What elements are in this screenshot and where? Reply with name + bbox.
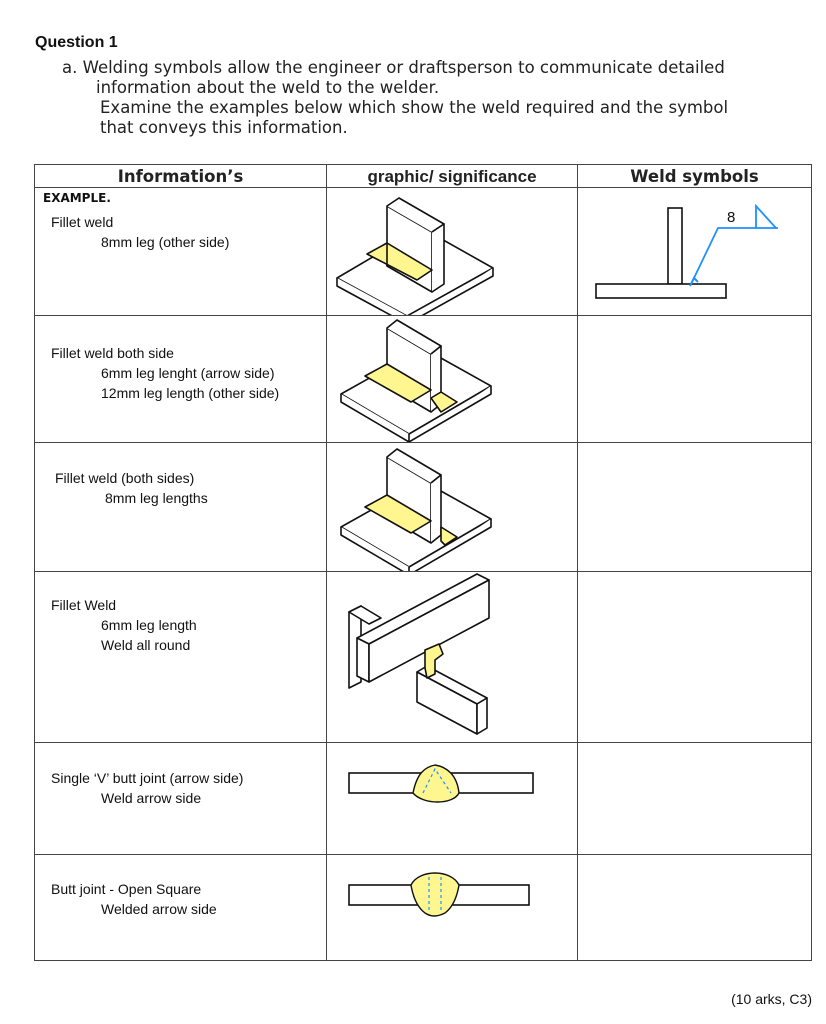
question-title: Question 1 — [35, 34, 118, 51]
info-line: 6mm leg lenght (arrow side) — [101, 365, 275, 381]
info-text: Fillet weld both side 6mm leg lenght (ar… — [51, 343, 279, 403]
info-line: Fillet Weld — [51, 597, 117, 613]
table-row: Fillet Weld 6mm leg length Weld all roun… — [34, 571, 812, 743]
info-cell: Fillet weld both side 6mm leg lenght (ar… — [34, 315, 327, 443]
info-line: Fillet weld both side — [51, 345, 174, 361]
weld-table: Information’s graphic/ significance Weld… — [34, 164, 812, 961]
info-cell: Fillet weld (both sides) 8mm leg lengths — [34, 442, 327, 572]
header-graphic: graphic/ significance — [326, 164, 578, 188]
info-line: Fillet weld — [51, 214, 114, 230]
graphic-cell — [326, 571, 578, 743]
info-cell: Butt joint - Open Square Welded arrow si… — [34, 854, 327, 961]
fillet-weld-both-side-graphic — [340, 319, 492, 442]
fillet-weld-both-sides-graphic — [340, 448, 492, 571]
info-line: 8mm leg lengths — [105, 490, 208, 506]
fillet-weld-all-round-graphic — [348, 573, 490, 735]
example-weld-symbol: 8 — [595, 203, 778, 299]
info-line: Single ‘V’ butt joint (arrow side) — [51, 770, 244, 786]
info-line: 6mm leg length — [101, 617, 197, 633]
info-cell: Single ‘V’ butt joint (arrow side) Weld … — [34, 742, 327, 855]
question-line-3: Examine the examples below which show th… — [100, 98, 729, 117]
marks-note: (10 arks, C3) — [731, 991, 812, 1007]
example-symbol-size: 8 — [727, 209, 735, 226]
graphic-cell — [326, 187, 578, 316]
question-line-2: information about the weld to the welder… — [96, 78, 440, 97]
info-text: Butt joint - Open Square Welded arrow si… — [51, 879, 217, 919]
info-cell: Fillet Weld 6mm leg length Weld all roun… — [34, 571, 327, 743]
info-line: Weld arrow side — [101, 790, 202, 806]
info-text: Fillet weld 8mm leg (other side) — [51, 212, 229, 252]
table-row: Butt joint - Open Square Welded arrow si… — [34, 854, 812, 961]
info-line: Welded arrow side — [101, 901, 217, 917]
symbol-cell[interactable] — [577, 442, 812, 572]
info-text: Single ‘V’ butt joint (arrow side) Weld … — [51, 768, 243, 808]
question-line-4: that conveys this information. — [100, 118, 348, 137]
single-v-butt-joint-graphic — [348, 764, 534, 803]
info-line: Weld all round — [101, 637, 191, 653]
fillet-weld-other-side-graphic — [336, 197, 494, 315]
example-label: EXAMPLE. — [43, 191, 111, 205]
question-text: a. Welding symbols allow the engineer or… — [62, 58, 822, 138]
graphic-cell — [326, 854, 578, 961]
header-information: Information’s — [34, 164, 327, 188]
info-text: Fillet Weld 6mm leg length Weld all roun… — [51, 595, 197, 655]
info-line: 8mm leg (other side) — [101, 234, 230, 250]
info-text: Fillet weld (both sides) 8mm leg lengths — [55, 468, 208, 508]
table-row: Single ‘V’ butt joint (arrow side) Weld … — [34, 742, 812, 855]
table-row: Fillet weld (both sides) 8mm leg lengths — [34, 442, 812, 572]
info-line: Fillet weld (both sides) — [55, 470, 195, 486]
symbol-cell[interactable] — [577, 315, 812, 443]
graphic-cell — [326, 315, 578, 443]
table-row: Fillet weld both side 6mm leg lenght (ar… — [34, 315, 812, 443]
open-square-butt-joint-graphic — [348, 872, 530, 917]
symbol-cell[interactable] — [577, 854, 812, 961]
graphic-cell — [326, 442, 578, 572]
info-line: 12mm leg length (other side) — [101, 385, 280, 401]
info-cell: EXAMPLE. Fillet weld 8mm leg (other side… — [34, 187, 327, 316]
info-line: Butt joint - Open Square — [51, 881, 202, 897]
symbol-cell[interactable] — [577, 571, 812, 743]
header-weld-symbols: Weld symbols — [577, 164, 812, 188]
table-row: EXAMPLE. Fillet weld 8mm leg (other side… — [34, 187, 812, 316]
symbol-cell[interactable] — [577, 742, 812, 855]
table-header-row: Information’s graphic/ significance Weld… — [34, 164, 812, 188]
question-line-1: a. Welding symbols allow the engineer or… — [62, 58, 725, 77]
graphic-cell — [326, 742, 578, 855]
symbol-cell: 8 — [577, 187, 812, 316]
